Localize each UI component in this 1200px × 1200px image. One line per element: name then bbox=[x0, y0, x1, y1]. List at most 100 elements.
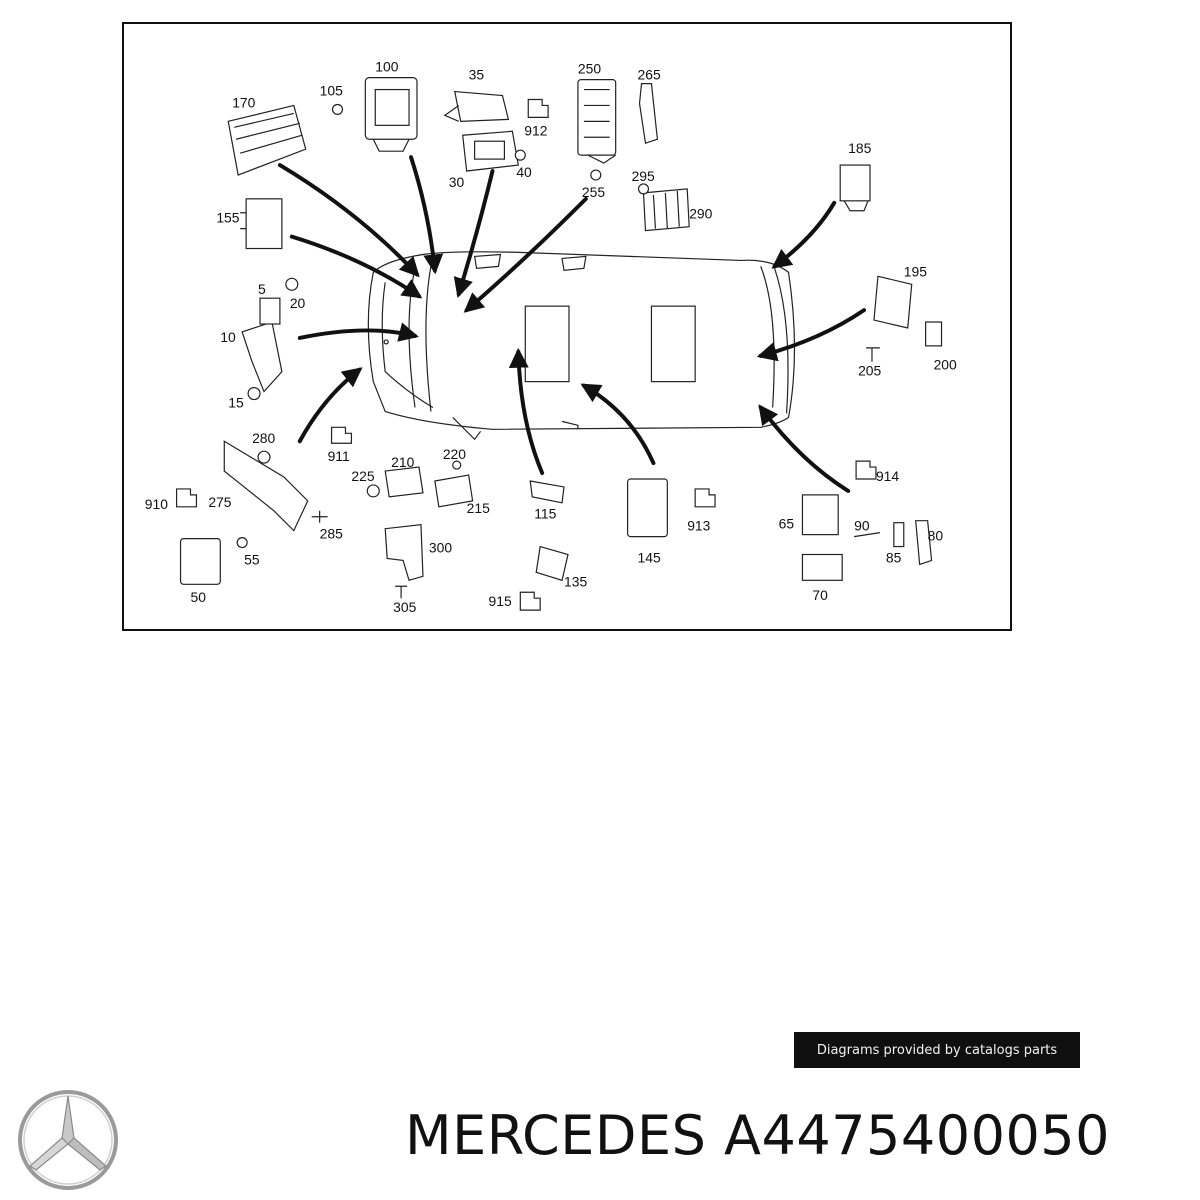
bracket-35 bbox=[454, 90, 510, 122]
brand-name: MERCEDES bbox=[405, 1104, 707, 1167]
clip-80 bbox=[915, 520, 933, 566]
callout-labels: 100 105 170 35 912 30 40 250 265 255 295… bbox=[145, 59, 957, 615]
callout-20: 20 bbox=[290, 295, 306, 311]
callout-300: 300 bbox=[429, 540, 452, 556]
ecu-100 bbox=[364, 77, 418, 140]
callout-913: 913 bbox=[687, 518, 710, 534]
callout-65: 65 bbox=[779, 516, 795, 532]
connector-915 bbox=[519, 591, 541, 611]
connector-913 bbox=[694, 488, 716, 508]
nut-225 bbox=[366, 484, 380, 498]
module-210 bbox=[384, 466, 424, 498]
module-5 bbox=[259, 297, 281, 325]
bracket-300 bbox=[384, 524, 424, 582]
callout-912: 912 bbox=[524, 122, 547, 138]
callout-255: 255 bbox=[582, 184, 605, 200]
callout-55: 55 bbox=[244, 551, 260, 567]
nut-280 bbox=[257, 450, 271, 464]
callout-200: 200 bbox=[934, 357, 957, 373]
bracket-275 bbox=[223, 440, 309, 532]
switch-200 bbox=[925, 321, 943, 347]
bracket-215 bbox=[434, 474, 474, 508]
callout-170: 170 bbox=[232, 94, 255, 110]
ecu-170 bbox=[227, 104, 307, 176]
module-195 bbox=[873, 275, 913, 329]
module-145 bbox=[627, 478, 668, 538]
callout-30: 30 bbox=[449, 174, 465, 190]
connector-911 bbox=[330, 426, 353, 444]
bolt-285 bbox=[311, 510, 328, 523]
module-265 bbox=[638, 83, 659, 145]
connector-914 bbox=[855, 460, 877, 480]
callout-80: 80 bbox=[928, 528, 944, 544]
callout-70: 70 bbox=[812, 587, 828, 603]
bolt-105 bbox=[331, 103, 344, 115]
callout-10: 10 bbox=[220, 329, 236, 345]
relay-135 bbox=[535, 545, 569, 582]
switch-115 bbox=[529, 480, 565, 504]
callout-914: 914 bbox=[876, 468, 899, 484]
callout-285: 285 bbox=[320, 526, 343, 542]
callout-290: 290 bbox=[689, 206, 712, 222]
callout-135: 135 bbox=[564, 573, 587, 589]
clip-85 bbox=[893, 522, 905, 548]
callout-295: 295 bbox=[632, 168, 655, 184]
bracket-10 bbox=[241, 321, 283, 393]
module-250 bbox=[577, 79, 617, 156]
callout-155: 155 bbox=[216, 210, 239, 226]
connector-912 bbox=[527, 98, 549, 118]
callout-85: 85 bbox=[886, 549, 902, 565]
module-50 bbox=[179, 538, 221, 585]
callout-5: 5 bbox=[258, 281, 266, 297]
brand-heading: MERCEDES A4475400050 bbox=[405, 1104, 1110, 1167]
module-185 bbox=[839, 164, 871, 202]
nut-20 bbox=[285, 277, 299, 291]
callout-35: 35 bbox=[469, 67, 485, 83]
callout-225: 225 bbox=[351, 468, 374, 484]
connector-910 bbox=[175, 488, 198, 508]
callout-220: 220 bbox=[443, 446, 466, 462]
nut-220 bbox=[452, 460, 462, 470]
component-sketches bbox=[175, 77, 943, 611]
callout-911: 911 bbox=[328, 448, 350, 464]
callout-15: 15 bbox=[228, 394, 244, 410]
callout-215: 215 bbox=[467, 500, 490, 516]
attribution-text: Diagrams provided by catalogs parts bbox=[816, 1042, 1058, 1058]
callout-210: 210 bbox=[391, 454, 414, 470]
callout-50: 50 bbox=[190, 589, 206, 605]
parts-diagram-svg: 100 105 170 35 912 30 40 250 265 255 295… bbox=[145, 59, 957, 615]
nut-255 bbox=[590, 169, 602, 181]
callout-105: 105 bbox=[320, 83, 343, 99]
callout-305: 305 bbox=[393, 599, 416, 615]
leader-arrows bbox=[277, 155, 867, 493]
bolt-90 bbox=[854, 532, 881, 538]
bolt-305 bbox=[395, 585, 408, 599]
callout-100: 100 bbox=[375, 59, 398, 75]
part-number: A4475400050 bbox=[724, 1104, 1111, 1167]
callout-265: 265 bbox=[638, 67, 661, 83]
callout-915: 915 bbox=[489, 593, 512, 609]
callout-910: 910 bbox=[145, 496, 168, 512]
callout-250: 250 bbox=[578, 61, 601, 77]
attribution-banner: Diagrams provided by catalogs parts bbox=[794, 1032, 1080, 1068]
module-155 bbox=[245, 198, 283, 250]
callout-195: 195 bbox=[904, 263, 927, 279]
module-65 bbox=[801, 494, 839, 536]
bolt-205 bbox=[866, 347, 880, 362]
callout-40: 40 bbox=[516, 164, 532, 180]
mercedes-star-icon bbox=[18, 1090, 118, 1190]
vehicle-outline bbox=[367, 251, 796, 441]
callout-280: 280 bbox=[252, 430, 275, 446]
nut-40 bbox=[514, 149, 526, 161]
callout-205: 205 bbox=[858, 363, 881, 379]
callout-275: 275 bbox=[208, 494, 231, 510]
nut-15 bbox=[247, 387, 261, 401]
parts-diagram: 100 105 170 35 912 30 40 250 265 255 295… bbox=[122, 22, 1012, 631]
housing-70 bbox=[801, 553, 843, 581]
nut-295 bbox=[637, 183, 650, 195]
callout-115: 115 bbox=[534, 506, 556, 522]
callout-145: 145 bbox=[638, 549, 661, 565]
callout-90: 90 bbox=[854, 518, 870, 534]
callout-185: 185 bbox=[848, 140, 871, 156]
nut-55 bbox=[236, 537, 248, 549]
